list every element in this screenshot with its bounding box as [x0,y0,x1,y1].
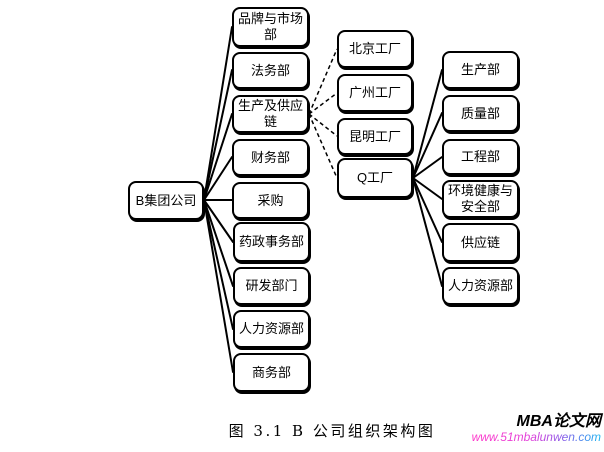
node-dept-production-supply-chain: 生产及供应链 [232,95,309,133]
node-dept-legal: 法务部 [232,52,309,89]
watermark-site-url: www.51mbalunwen.com [471,429,601,444]
node-dept-commerce: 商务部 [233,353,310,392]
root-department-connectors [203,26,234,373]
figure-caption: 图 3.1 B 公司组织架构图 [228,422,436,440]
node-q-dept-supply-chain: 供应链 [442,223,519,262]
node-q-dept-production: 生产部 [442,51,519,89]
node-factory-beijing: 北京工厂 [337,30,413,68]
node-factory-kunming: 昆明工厂 [337,118,413,155]
node-dept-hr: 人力资源部 [233,310,310,348]
node-dept-procurement: 采购 [232,182,309,219]
node-q-dept-ehs: 环境健康与安全部 [442,180,519,218]
node-dept-finance: 财务部 [232,139,309,176]
watermark: MBA论文网 www.51mbalunwen.com [472,413,601,444]
node-dept-rnd: 研发部门 [233,267,310,305]
node-q-dept-engineering: 工程部 [442,139,519,175]
node-q-dept-quality: 质量部 [442,95,519,132]
node-b-group-company: B集团公司 [128,181,204,220]
watermark-site-name: MBA论文网 [516,413,601,430]
node-dept-pharma-affairs: 药政事务部 [233,222,310,262]
node-dept-brand-marketing: 品牌与市场部 [232,7,309,47]
node-factory-guangzhou: 广州工厂 [337,74,413,112]
node-q-dept-hr: 人力资源部 [442,267,519,305]
q-factory-department-connectors [412,69,443,287]
supply-chain-factory-connectors [308,48,338,179]
node-factory-q: Q工厂 [337,158,413,198]
